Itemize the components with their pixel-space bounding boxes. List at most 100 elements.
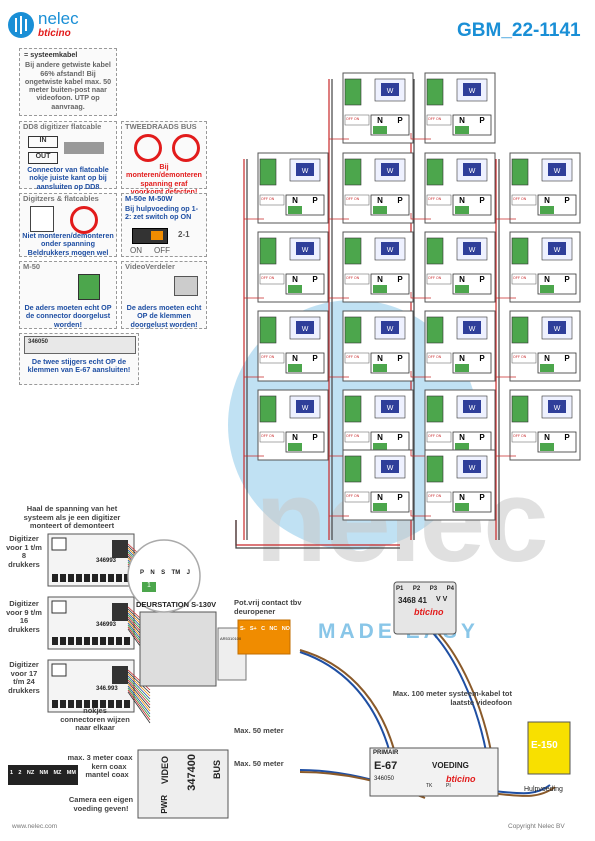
- unit-p-label: P: [479, 116, 485, 125]
- unit-p-label: P: [479, 433, 485, 442]
- offon-label: OFF ON: [346, 117, 360, 121]
- videoverdeler-title: VideoVerdeler: [125, 262, 175, 271]
- info-m50: M-50 De aders moeten echt OP de connecto…: [19, 261, 117, 329]
- unit-n-label: N: [459, 433, 465, 442]
- verdeler-port-3: P3: [429, 586, 438, 592]
- digitizer-label-1: Digitizer voor 1 t/m 8 drukkers: [6, 534, 42, 569]
- unit-p-label: P: [397, 275, 403, 284]
- doorstation-name: DEURSTATION S-130V: [136, 600, 217, 609]
- screen-label: W: [387, 168, 394, 175]
- switch-on: ON: [130, 246, 142, 255]
- offon-label: OFF ON: [261, 197, 275, 201]
- screen-label: W: [387, 465, 394, 472]
- no-screwdriver-icon-2: [70, 206, 98, 234]
- nelec-logo: nelec bticino: [8, 9, 128, 42]
- unit-n-label: N: [544, 354, 550, 363]
- coax-bus: BUS: [212, 760, 222, 780]
- screen-label: W: [387, 88, 394, 95]
- dip-switch-icon: [132, 228, 168, 244]
- unit-p-label: P: [564, 196, 570, 205]
- screen-label: W: [387, 405, 394, 412]
- footer-url: www.nelec.com: [12, 823, 58, 830]
- camera-conn-nz: NZ: [26, 770, 35, 776]
- videoverdeler-device: [393, 581, 457, 635]
- voeding-term-tk: TK: [426, 783, 433, 789]
- stijgers-text: De twee stijgers echt OP de klemmen van …: [27, 357, 131, 375]
- unit-n-label: N: [544, 275, 550, 284]
- voeding-model: E-67: [374, 760, 398, 772]
- logo-word: nelec: [38, 9, 79, 28]
- coax-warn: max. 3 meter coax: [67, 753, 133, 762]
- offon-label: OFF ON: [346, 276, 360, 280]
- verdeler-port-2: P2: [412, 586, 421, 592]
- screen-label: W: [469, 326, 476, 333]
- digitizer-code-3: 346.993: [96, 686, 118, 692]
- contact-term-no: NO: [281, 626, 290, 632]
- dd8-in: IN: [28, 136, 58, 148]
- logo-partner: bticino: [38, 28, 71, 39]
- unit-n-label: N: [377, 354, 383, 363]
- screen-label: W: [387, 326, 394, 333]
- unit-p-label: P: [397, 116, 403, 125]
- unit-n-label: N: [292, 275, 298, 284]
- e67-voeding-device: [369, 747, 499, 797]
- digitizer-label-3: Digitizer voor 17 t/m 24 drukkers: [8, 660, 40, 695]
- contact-terms: S- S+ C NC NO: [240, 626, 290, 632]
- dd8-text: Connector van flatcable nokje juiste kan…: [27, 165, 109, 191]
- coax-module-code: 347400: [186, 754, 198, 791]
- unit-p-label: P: [397, 493, 403, 502]
- screen-label: W: [554, 326, 561, 333]
- unit-n-label: N: [292, 354, 298, 363]
- offon-label: OFF ON: [261, 434, 275, 438]
- screen-label: W: [554, 168, 561, 175]
- coax-video: VIDEO: [160, 756, 170, 785]
- voeding-title: VOEDING: [432, 761, 469, 770]
- voeding-brand: bticino: [446, 774, 476, 784]
- stijgers-code: 346050: [28, 339, 49, 345]
- screen-label: W: [554, 405, 561, 412]
- screen-label: W: [469, 247, 476, 254]
- screen-label: W: [469, 465, 476, 472]
- unit-n-label: N: [377, 493, 383, 502]
- contact-term-s-plus: S+: [249, 626, 257, 632]
- camera-conn-nm: NM: [39, 770, 49, 776]
- digitizer-code-2: 346993: [96, 622, 117, 628]
- cable-max50a-label: Max. 50 meter: [234, 726, 284, 735]
- coax-pwr: PWR: [160, 795, 169, 814]
- tweedraads-text: Bij monteren/demonteren spanning eraf vo…: [126, 162, 202, 196]
- doc-code: GBM_22-1141: [457, 20, 581, 41]
- info-systeemkabel: = systeemkabel Bij andere getwiste kabel…: [19, 48, 117, 116]
- screen-label: W: [302, 405, 309, 412]
- m50-text: De aders moeten echt OP de connector doo…: [24, 303, 112, 329]
- switch-pins: 2-1: [178, 230, 190, 239]
- logo-icon: [8, 12, 34, 38]
- info-digitizers: Digitzers & flatcables Niet monteren/dem…: [19, 193, 117, 257]
- verdeler-ports: P1 P2 P3 P4: [396, 586, 454, 592]
- unit-p-label: P: [397, 354, 403, 363]
- screen-label: W: [302, 326, 309, 333]
- screen-label: W: [469, 88, 476, 95]
- digitizers-title: Digitzers & flatcables: [23, 194, 99, 203]
- verdeler-port-4: P4: [446, 586, 454, 592]
- screen-label: W: [469, 168, 476, 175]
- m50e-title: M-50e M-50W: [125, 194, 173, 203]
- tweedraads-title: TWEEDRAADS BUS: [125, 122, 197, 131]
- voeding-term-pi: PI: [446, 783, 451, 789]
- unit-n-label: N: [377, 275, 383, 284]
- unit-n-label: N: [292, 196, 298, 205]
- offon-label: OFF ON: [346, 434, 360, 438]
- zoom-term-p: P: [140, 570, 145, 576]
- doorstation-code: AR5310100: [220, 636, 242, 641]
- info-videoverdeler: VideoVerdeler De aders moeten echt OP de…: [121, 261, 207, 329]
- offon-label: OFF ON: [428, 355, 442, 359]
